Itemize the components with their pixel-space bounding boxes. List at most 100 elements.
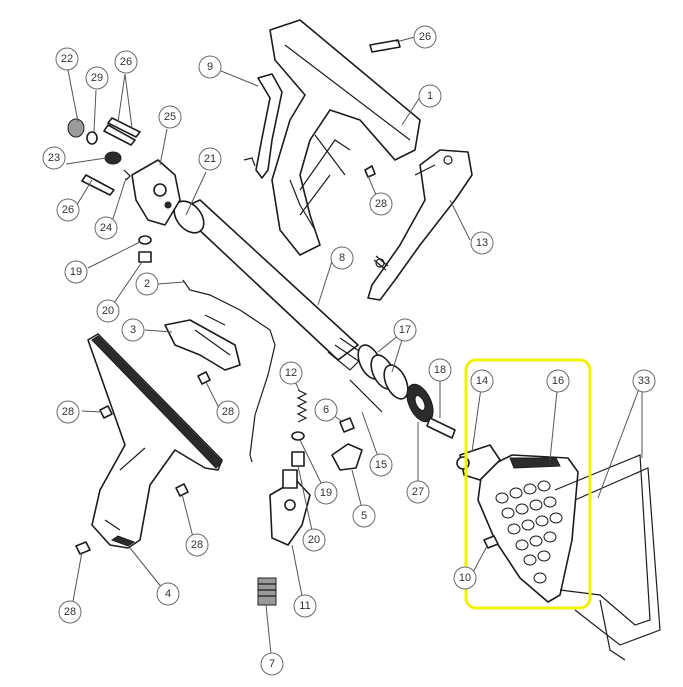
highlight-box <box>464 358 592 610</box>
callout-label: 18 <box>434 364 446 376</box>
callout-1: 1 <box>418 84 442 108</box>
callout-28: 28 <box>56 400 80 424</box>
callout-label: 6 <box>323 404 329 416</box>
callout-label: 9 <box>207 61 213 73</box>
callout-21: 21 <box>198 147 222 171</box>
callout-label: 13 <box>476 237 488 249</box>
callout-17: 17 <box>393 318 417 342</box>
callout-13: 13 <box>470 231 494 255</box>
callout-label: 14 <box>476 375 488 387</box>
part-27-washer <box>406 383 434 423</box>
callout-26: 26 <box>56 198 80 222</box>
callout-label: 28 <box>64 606 76 618</box>
callout-label: 23 <box>48 152 60 164</box>
callout-label: 12 <box>285 367 297 379</box>
part-28-screws <box>75 165 376 555</box>
callout-19: 19 <box>64 260 88 284</box>
callout-label: 20 <box>102 305 114 317</box>
callouts: 22 29 26 25 23 21 26 24 19 20 9 26 1 28 … <box>42 25 656 676</box>
part-19-20-bushings <box>138 235 305 467</box>
callout-label: 7 <box>269 658 275 670</box>
callout-12: 12 <box>279 361 303 385</box>
callout-15: 15 <box>369 453 393 477</box>
part-13-lever <box>367 149 473 301</box>
callout-label: 19 <box>320 487 332 499</box>
part-26-top-screw <box>369 39 401 53</box>
callout-24: 24 <box>94 216 118 240</box>
callout-6: 6 <box>314 398 338 422</box>
callout-14: 14 <box>470 369 494 393</box>
callout-26: 26 <box>413 25 437 49</box>
callout-2: 2 <box>135 272 159 296</box>
callout-18: 18 <box>428 358 452 382</box>
part-5-6-knob <box>331 379 383 471</box>
part-4-grip <box>87 333 223 549</box>
part-3-bracket <box>164 314 241 371</box>
callout-11: 11 <box>293 594 317 618</box>
callout-label: 20 <box>308 534 320 546</box>
part-16-perforated-body <box>456 444 579 603</box>
callout-label: 5 <box>361 510 367 522</box>
callout-label: 33 <box>638 375 650 387</box>
callout-label: 11 <box>299 600 310 612</box>
callout-label: 1 <box>427 90 433 102</box>
part-25-valve <box>131 159 181 226</box>
callout-9: 9 <box>198 55 222 79</box>
callout-4: 4 <box>156 582 180 606</box>
part-2-wire <box>182 279 276 463</box>
callout-23: 23 <box>42 146 66 170</box>
callout-label: 4 <box>165 588 171 600</box>
callout-label: 26 <box>62 204 74 216</box>
left-small-parts <box>67 117 141 196</box>
callout-28: 28 <box>369 192 393 216</box>
callout-label: 28 <box>375 198 387 210</box>
callout-label: 15 <box>375 459 387 471</box>
callout-label: 28 <box>222 406 234 418</box>
callout-10: 10 <box>453 566 477 590</box>
part-10-screw <box>483 535 499 549</box>
part-7-fitting <box>257 577 277 606</box>
callout-5: 5 <box>352 504 376 528</box>
callout-label: 25 <box>164 111 176 123</box>
callout-label: 2 <box>144 278 150 290</box>
callout-8: 8 <box>330 246 354 270</box>
callout-label: 8 <box>339 252 345 264</box>
callout-28: 28 <box>216 400 240 424</box>
callout-label: 17 <box>399 324 411 336</box>
callout-label: 21 <box>204 153 216 165</box>
callout-label: 22 <box>61 53 73 65</box>
callout-label: 24 <box>100 222 112 234</box>
part-1-frame <box>269 19 421 256</box>
callout-28: 28 <box>58 600 82 624</box>
part-12-spring <box>296 389 308 423</box>
callout-26: 26 <box>114 50 138 74</box>
part-33-wire-frame <box>554 454 661 661</box>
callout-label: 28 <box>62 406 74 418</box>
part-18-pin <box>426 417 456 439</box>
callout-29: 29 <box>85 66 109 90</box>
callout-33: 33 <box>632 369 656 393</box>
callout-label: 16 <box>552 375 564 387</box>
callout-7: 7 <box>260 652 284 676</box>
callout-label: 26 <box>419 31 431 43</box>
part-11-regulator <box>269 469 311 546</box>
callout-label: 29 <box>91 72 103 84</box>
callout-25: 25 <box>158 105 182 129</box>
callout-label: 26 <box>120 56 132 68</box>
callout-19: 19 <box>314 481 338 505</box>
callout-label: 10 <box>459 572 471 584</box>
callout-label: 27 <box>412 486 424 498</box>
part-8-tube <box>173 199 389 371</box>
part-17-orings <box>357 344 409 400</box>
callout-label: 3 <box>130 324 136 336</box>
part-9-link <box>243 73 283 179</box>
callout-3: 3 <box>121 318 145 342</box>
perforation-holes <box>495 480 563 584</box>
callout-20: 20 <box>96 299 120 323</box>
callout-label: 19 <box>70 266 82 278</box>
callout-20: 20 <box>302 528 326 552</box>
callout-22: 22 <box>55 47 79 71</box>
callout-28: 28 <box>185 533 209 557</box>
callout-27: 27 <box>406 480 430 504</box>
